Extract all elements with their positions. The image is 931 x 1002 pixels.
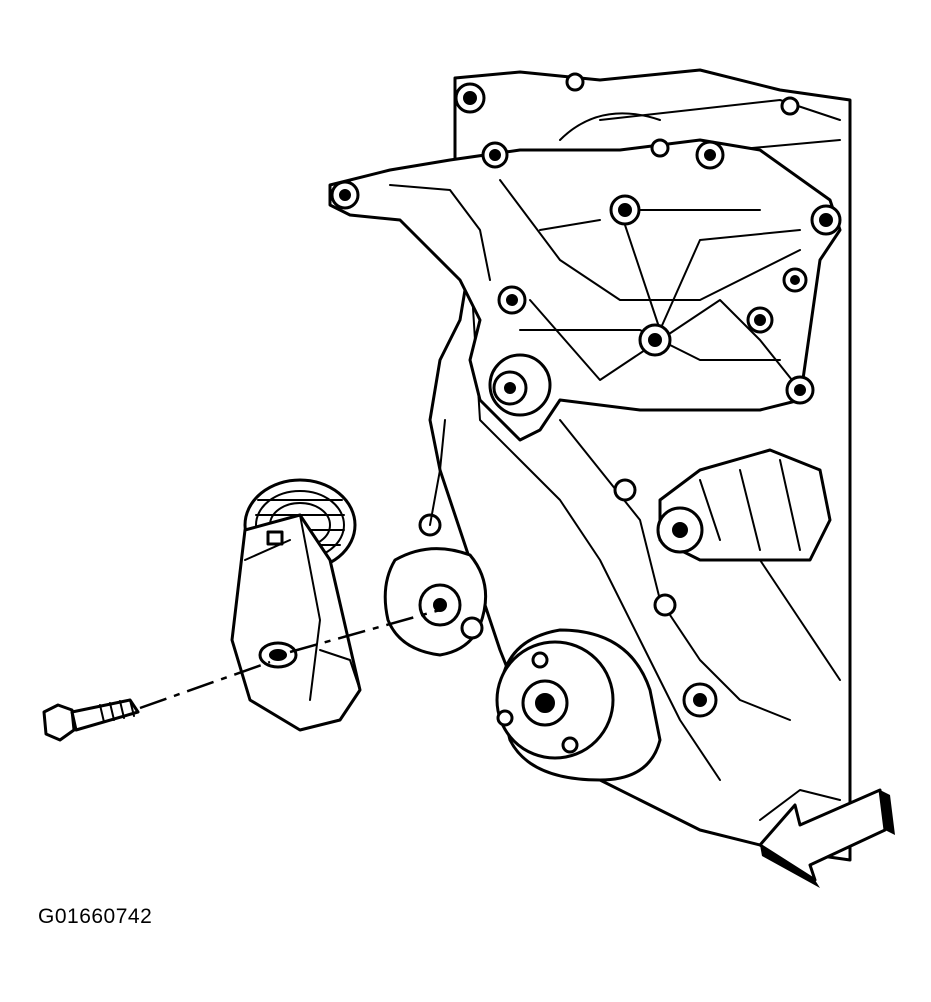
installation-axis: [139, 608, 441, 710]
tensioner-mount-bracket: [383, 419, 488, 657]
figure-id-label: G01660742: [38, 905, 153, 928]
idler-pulley-upper: [488, 353, 552, 417]
front-direction-arrow-icon: [758, 788, 895, 888]
water-pump: [613, 448, 832, 718]
accessory-bracket: [328, 72, 842, 442]
belt-tensioner: [230, 478, 362, 732]
crankshaft-balancer: [495, 628, 662, 782]
tensioner-bolt: [42, 698, 140, 742]
